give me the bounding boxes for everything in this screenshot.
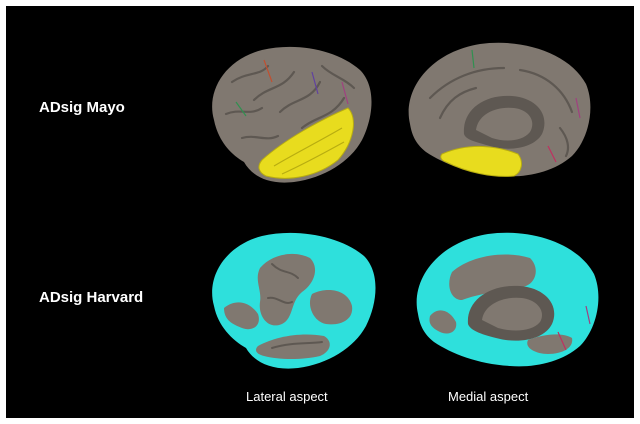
mayo-medial-temporal-region — [441, 146, 522, 176]
row-label-mayo: ADsig Mayo — [39, 99, 125, 116]
brain-mayo-medial — [400, 38, 596, 184]
row-label-harvard: ADsig Harvard — [39, 289, 143, 306]
brain-harvard-medial — [408, 228, 604, 376]
brain-mayo-lateral — [202, 42, 378, 188]
figure-panel: ADsig Mayo ADsig Harvard — [6, 6, 634, 418]
brain-harvard-lateral — [202, 228, 384, 376]
caption-medial-aspect: Medial aspect — [448, 389, 528, 404]
caption-lateral-aspect: Lateral aspect — [246, 389, 328, 404]
